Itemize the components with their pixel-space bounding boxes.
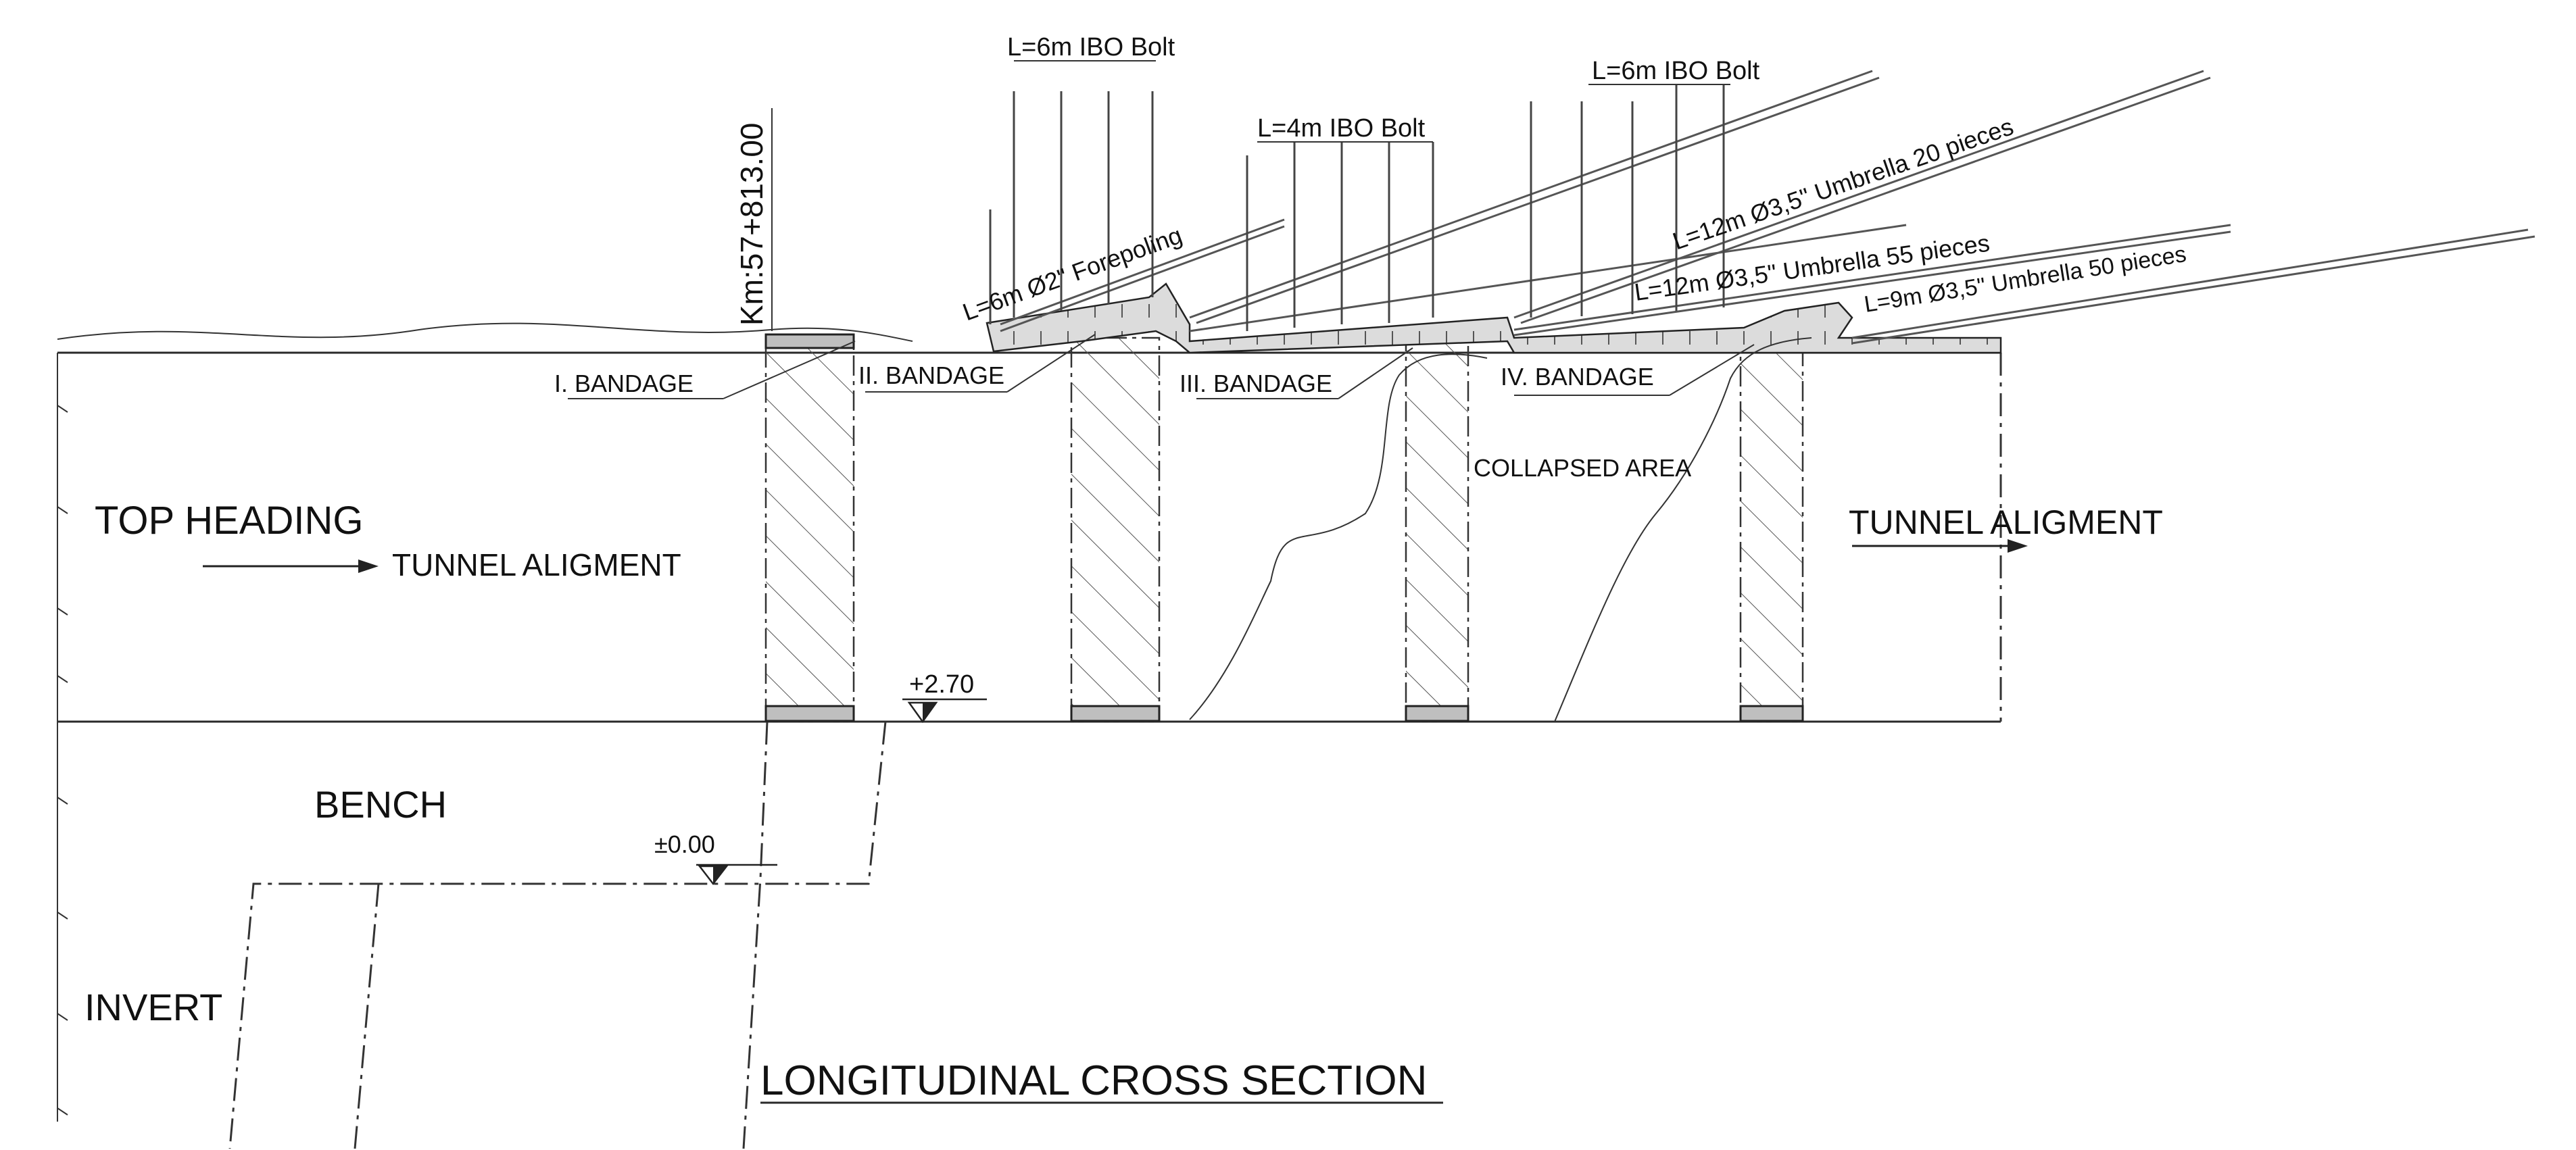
alignment-arrow-right — [1852, 539, 2028, 553]
tunnel-alignment-left-label: TUNNEL ALIGMENT — [392, 547, 681, 582]
ground-surface-line — [57, 322, 913, 342]
bandage-2-label: II. BANDAGE — [858, 361, 1004, 389]
bolt-header-lines — [1014, 60, 1730, 143]
ibo-bolts-6m-right — [1530, 84, 1725, 318]
bandage-leaders — [568, 334, 1755, 399]
bandage-4-label: IV. BANDAGE — [1501, 363, 1654, 391]
bandage-3-label: III. BANDAGE — [1180, 370, 1332, 397]
invert-step-line — [354, 883, 380, 1149]
chainage-label: Km:57+813.00 — [734, 122, 769, 326]
shotcrete-canopy — [986, 282, 2002, 354]
level-marker-top — [902, 698, 987, 724]
support-frame-3 — [1405, 336, 1469, 723]
bolt-4m-label: L=4m IBO Bolt — [1257, 114, 1426, 143]
ibo-bolts-4m — [1246, 142, 1434, 331]
frame-caps — [764, 333, 1804, 722]
umbrella-pipes-55 — [1189, 224, 2231, 336]
ibo-bolts-6m-left — [989, 91, 1154, 324]
support-frame-2 — [1070, 336, 1161, 723]
bench-label: BENCH — [314, 783, 447, 826]
invert-label: INVERT — [84, 986, 222, 1028]
bolt-6m-left-label: L=6m IBO Bolt — [1007, 33, 1175, 61]
tunnel-alignment-right-label: TUNNEL ALIGMENT — [1849, 503, 2163, 541]
bandage-1-label: I. BANDAGE — [554, 370, 694, 397]
support-frame-4 — [1739, 336, 1804, 723]
support-frame-1 — [764, 336, 855, 723]
forepoling-pipes — [1000, 218, 1285, 332]
level-top-label: +2.70 — [909, 670, 974, 699]
alignment-arrow-left — [203, 559, 379, 573]
bench-excavation-outline — [742, 721, 769, 1149]
collapse-line-1 — [1189, 353, 1488, 720]
left-boundary-ticks — [57, 405, 68, 1116]
level-marker-zero — [696, 864, 777, 886]
bench-step-outline — [228, 721, 887, 1149]
level-zero-label: ±0.00 — [654, 830, 715, 858]
bolt-6m-right-label: L=6m IBO Bolt — [1592, 57, 1760, 85]
umbrella-pipes-50 — [1851, 228, 2535, 345]
collapsed-area-label: COLLAPSED AREA — [1474, 454, 1691, 482]
top-heading-label: TOP HEADING — [95, 499, 364, 543]
collapse-line-2 — [1554, 337, 1812, 722]
section-title: LONGITUDINAL CROSS SECTION — [760, 1057, 1427, 1104]
